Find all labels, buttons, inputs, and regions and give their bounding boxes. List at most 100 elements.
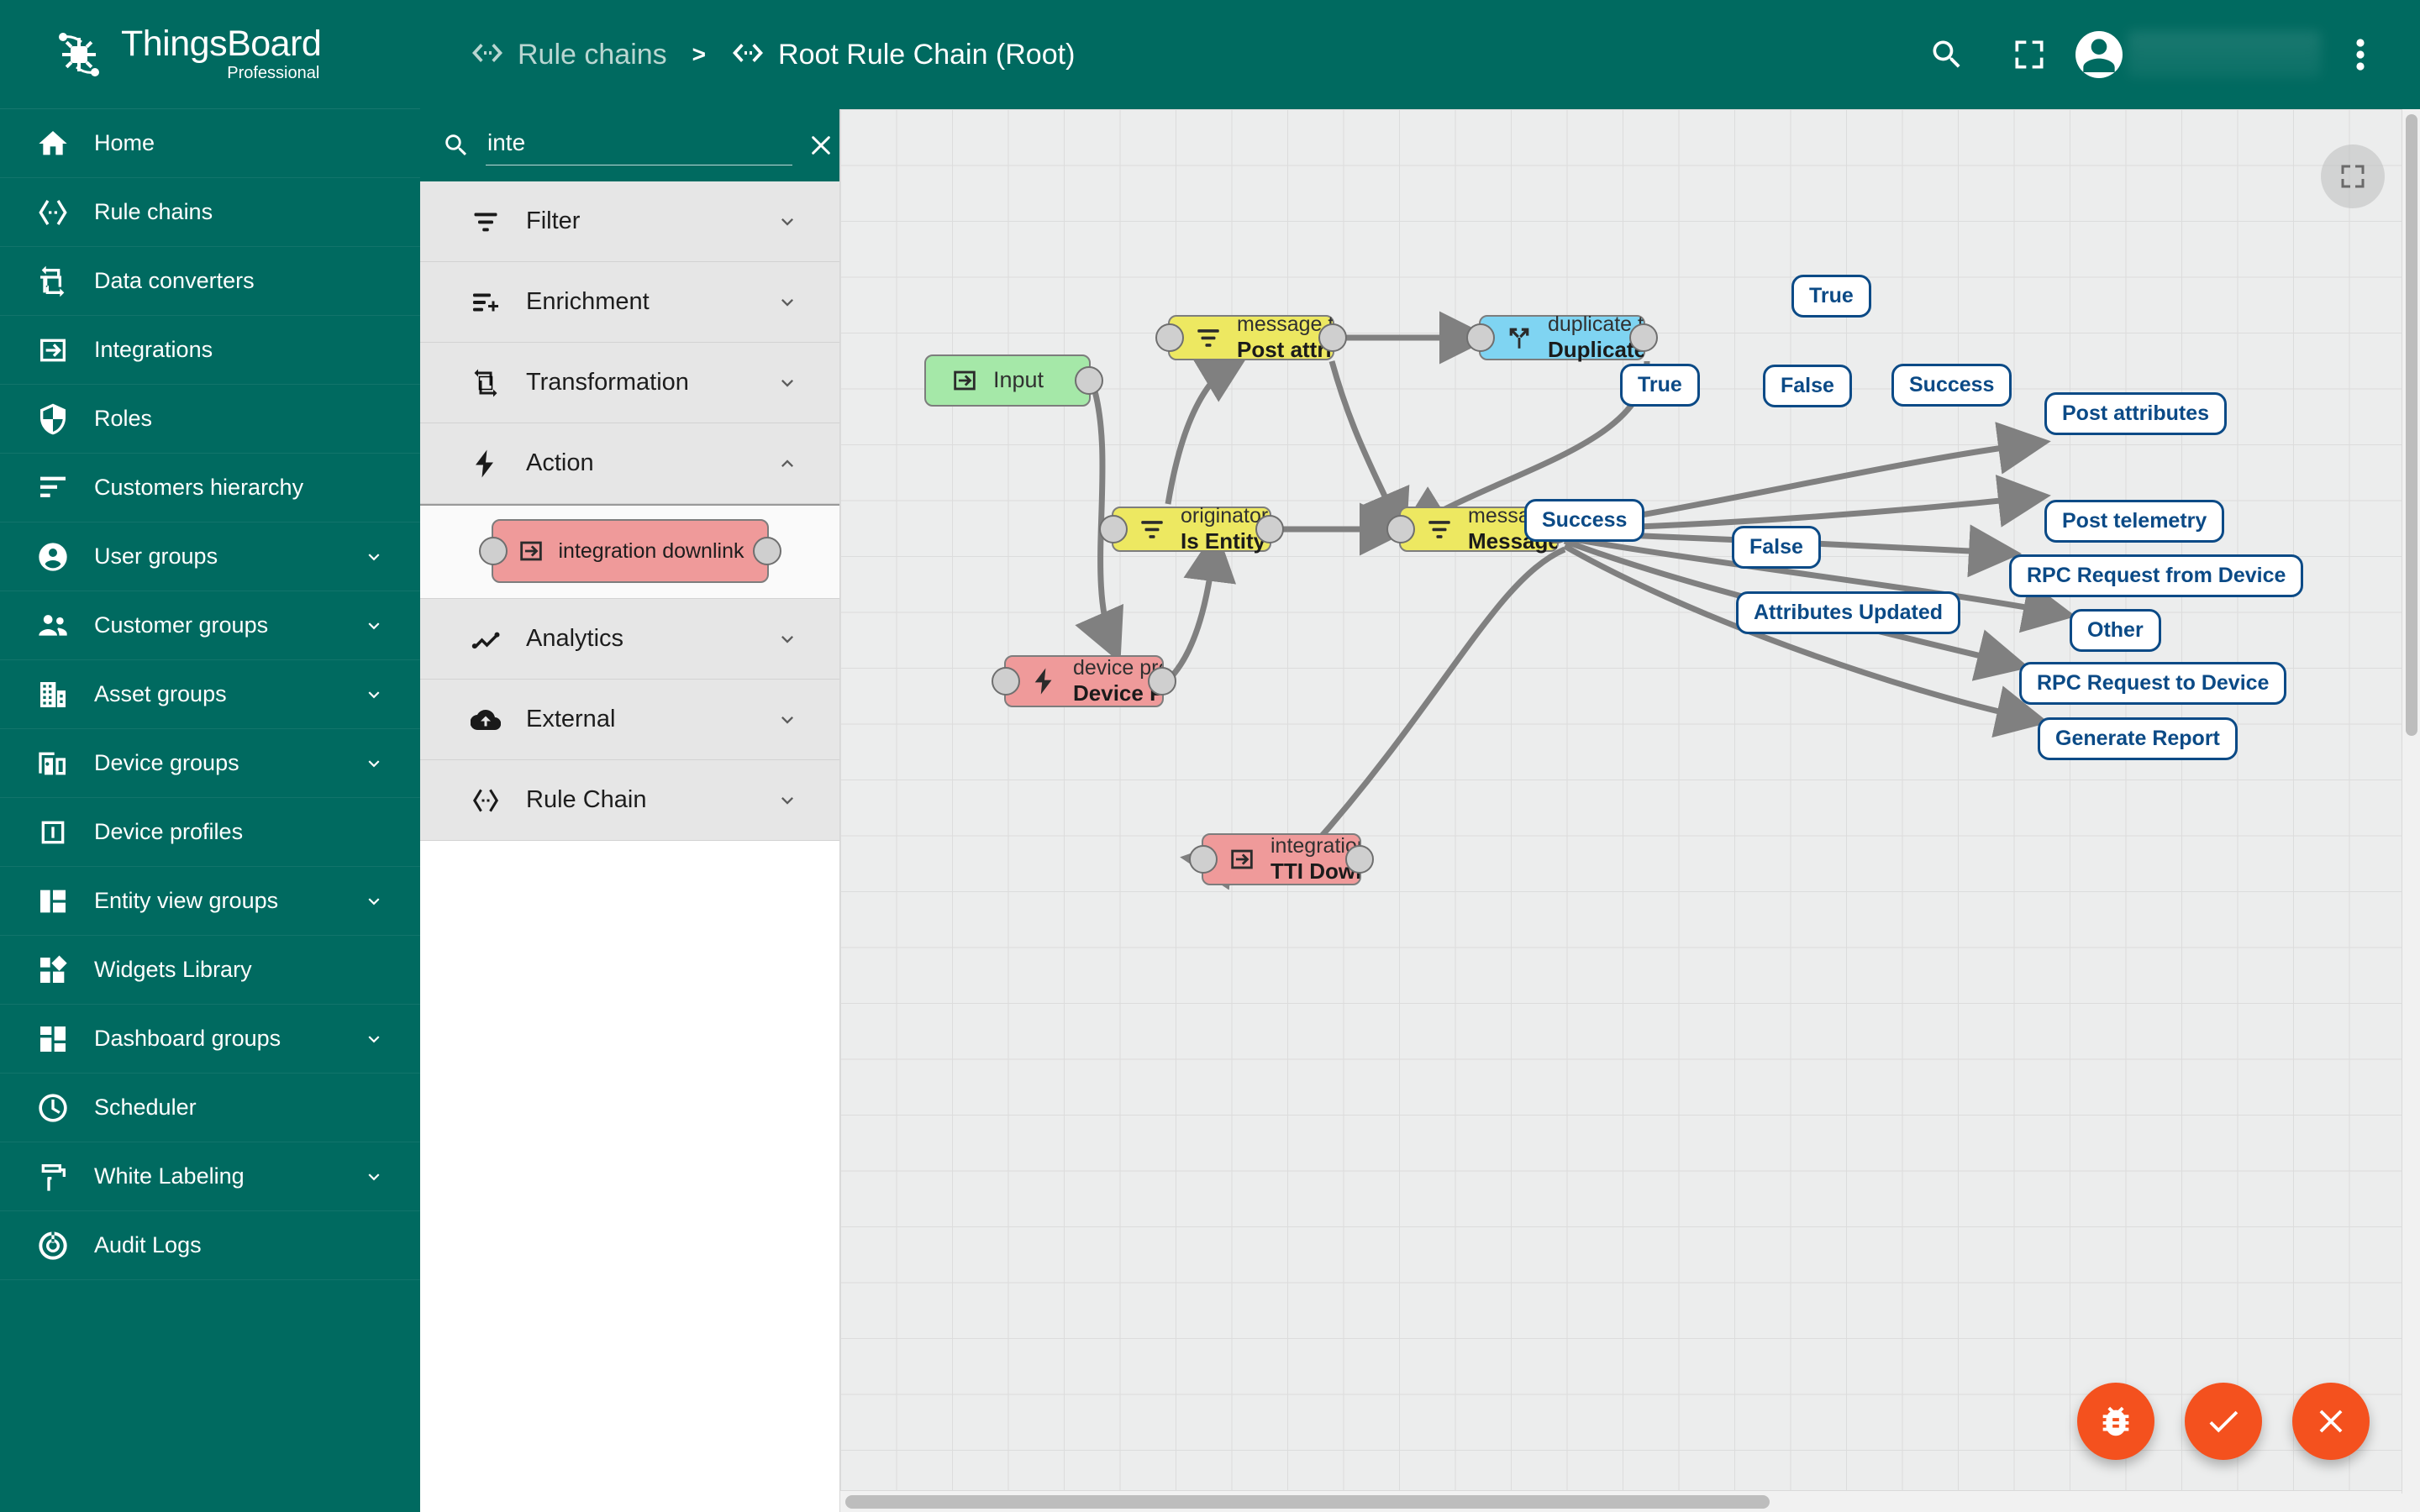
- paint-roller-icon: [35, 1159, 71, 1194]
- node-output-port[interactable]: [1075, 366, 1103, 395]
- node-input-port[interactable]: [1386, 515, 1415, 543]
- chevron-down-icon[interactable]: [363, 753, 385, 774]
- sidebar-item-widgets-library[interactable]: Widgets Library: [0, 936, 420, 1005]
- sidebar-item-roles[interactable]: Roles: [0, 385, 420, 454]
- duplicate-icon: [1502, 323, 1536, 352]
- chevron-down-icon[interactable]: [776, 708, 799, 732]
- sidebar-item-data-converters[interactable]: Data converters: [0, 247, 420, 316]
- edge-label[interactable]: RPC Request to Device: [2019, 662, 2286, 705]
- canvas-node-input[interactable]: Input: [924, 354, 1091, 407]
- canvas-node-originator-type[interactable]: originator typeIs Entity Group: [1112, 507, 1271, 552]
- more-vert-icon[interactable]: [2331, 18, 2390, 91]
- node-output-port[interactable]: [1318, 323, 1347, 352]
- edge-label[interactable]: Attributes Updated: [1736, 591, 1960, 634]
- node-input-port[interactable]: [1155, 323, 1184, 352]
- chevron-down-icon[interactable]: [776, 371, 799, 395]
- library-category-rule-chain[interactable]: Rule Chain: [420, 760, 839, 841]
- edge-label[interactable]: False: [1732, 526, 1821, 569]
- library-category-filter[interactable]: Filter: [420, 181, 839, 262]
- edge-label[interactable]: Post telemetry: [2044, 500, 2224, 543]
- sidebar-item-integrations[interactable]: Integrations: [0, 316, 420, 385]
- enrichment-icon: [469, 286, 502, 319]
- debug-bug-button[interactable]: [2077, 1383, 2154, 1460]
- node-input-port[interactable]: [1466, 323, 1495, 352]
- sidebar-item-user-groups[interactable]: User groups: [0, 522, 420, 591]
- vertical-scrollbar[interactable]: [2402, 109, 2420, 1494]
- breadcrumb-parent-link[interactable]: Rule chains: [471, 39, 667, 71]
- search-icon[interactable]: [1911, 18, 1983, 91]
- integration-icon: [948, 366, 981, 395]
- breadcrumb: Rule chains > Root Rule Chain (Root): [420, 39, 1075, 71]
- rule-chain-canvas[interactable]: Input message typePost attributes or RP… d…: [840, 109, 2420, 1512]
- vertical-scrollbar-thumb[interactable]: [2406, 114, 2417, 736]
- node-input-port[interactable]: [479, 537, 508, 565]
- chevron-down-icon[interactable]: [776, 291, 799, 314]
- node-output-port[interactable]: [1148, 667, 1176, 696]
- sidebar-item-dashboard-groups[interactable]: Dashboard groups: [0, 1005, 420, 1074]
- sidebar-item-asset-groups[interactable]: Asset groups: [0, 660, 420, 729]
- chevron-down-icon[interactable]: [363, 615, 385, 637]
- canvas-fullscreen-button[interactable]: [2321, 144, 2385, 208]
- edge-label[interactable]: Post attributes: [2044, 392, 2227, 435]
- chevron-down-icon[interactable]: [776, 627, 799, 651]
- apply-button[interactable]: [2185, 1383, 2262, 1460]
- fullscreen-icon[interactable]: [1993, 18, 2065, 91]
- sidebar-item-label: Roles: [94, 406, 152, 432]
- library-node-integration-downlink[interactable]: integration downlink: [492, 519, 769, 583]
- avatar[interactable]: [2075, 31, 2123, 78]
- app-logo[interactable]: ThingsBoard Professional: [0, 0, 420, 109]
- edge-label[interactable]: Success: [1891, 364, 2012, 407]
- rule-chain-icon: [731, 41, 765, 69]
- chevron-down-icon[interactable]: [776, 789, 799, 812]
- chevron-down-icon[interactable]: [363, 546, 385, 568]
- canvas-node-device-profile[interactable]: device profileDevice Profile Node: [1004, 655, 1164, 707]
- sidebar-item-audit-logs[interactable]: Audit Logs: [0, 1211, 420, 1280]
- chevron-down-icon[interactable]: [363, 890, 385, 912]
- canvas-node-msg-type[interactable]: message typePost attributes or RP…: [1168, 315, 1334, 360]
- sidebar-item-scheduler[interactable]: Scheduler: [0, 1074, 420, 1142]
- sidebar-item-customers-hierarchy[interactable]: Customers hierarchy: [0, 454, 420, 522]
- clear-search-icon[interactable]: [808, 126, 834, 165]
- library-category-external[interactable]: External: [420, 680, 839, 760]
- node-input-port[interactable]: [992, 667, 1020, 696]
- chevron-down-icon[interactable]: [363, 684, 385, 706]
- edge-label[interactable]: Other: [2070, 609, 2161, 652]
- node-output-port[interactable]: [1345, 845, 1374, 874]
- sidebar-item-entity-view-groups[interactable]: Entity view groups: [0, 867, 420, 936]
- horizontal-scrollbar-thumb[interactable]: [845, 1495, 1770, 1509]
- user-menu[interactable]: [2075, 31, 2321, 78]
- chevron-up-icon[interactable]: [776, 452, 799, 475]
- horizontal-scrollbar[interactable]: [840, 1490, 2420, 1512]
- edge-label[interactable]: True: [1620, 364, 1700, 407]
- sidebar-item-white-labeling[interactable]: White Labeling: [0, 1142, 420, 1211]
- node-output-port[interactable]: [1255, 515, 1284, 543]
- edge-label[interactable]: False: [1763, 365, 1852, 407]
- library-category-transformation[interactable]: Transformation: [420, 343, 839, 423]
- edge-label[interactable]: True: [1791, 275, 1871, 318]
- canvas-node-dup-to-group[interactable]: duplicate to groupDuplicate To Group En…: [1479, 315, 1645, 360]
- node-input-port[interactable]: [1099, 515, 1128, 543]
- analytics-icon: [469, 622, 502, 656]
- cancel-button[interactable]: [2292, 1383, 2370, 1460]
- edge-label[interactable]: RPC Request from Device: [2009, 554, 2303, 597]
- edge-label[interactable]: Success: [1524, 499, 1644, 542]
- canvas-node-tti-downlink[interactable]: integration downlinkTTI Downlink Node: [1202, 833, 1361, 885]
- sidebar-item-customer-groups[interactable]: Customer groups: [0, 591, 420, 660]
- chevron-down-icon[interactable]: [363, 1028, 385, 1050]
- library-category-enrichment[interactable]: Enrichment: [420, 262, 839, 343]
- search-input[interactable]: [486, 126, 792, 165]
- library-category-analytics[interactable]: Analytics: [420, 599, 839, 680]
- sidebar-item-device-profiles[interactable]: Device profiles: [0, 798, 420, 867]
- home-icon: [35, 126, 71, 161]
- node-input-port[interactable]: [1189, 845, 1218, 874]
- breadcrumb-current-link[interactable]: Root Rule Chain (Root): [731, 39, 1075, 71]
- sidebar-item-rule-chains[interactable]: Rule chains: [0, 178, 420, 247]
- chevron-down-icon[interactable]: [776, 210, 799, 234]
- chevron-down-icon[interactable]: [363, 1166, 385, 1188]
- node-output-port[interactable]: [1629, 323, 1658, 352]
- sidebar-item-home[interactable]: Home: [0, 109, 420, 178]
- edge-label[interactable]: Generate Report: [2038, 717, 2238, 760]
- library-category-action[interactable]: Action: [420, 423, 839, 504]
- sidebar-item-device-groups[interactable]: Device groups: [0, 729, 420, 798]
- node-output-port[interactable]: [753, 537, 781, 565]
